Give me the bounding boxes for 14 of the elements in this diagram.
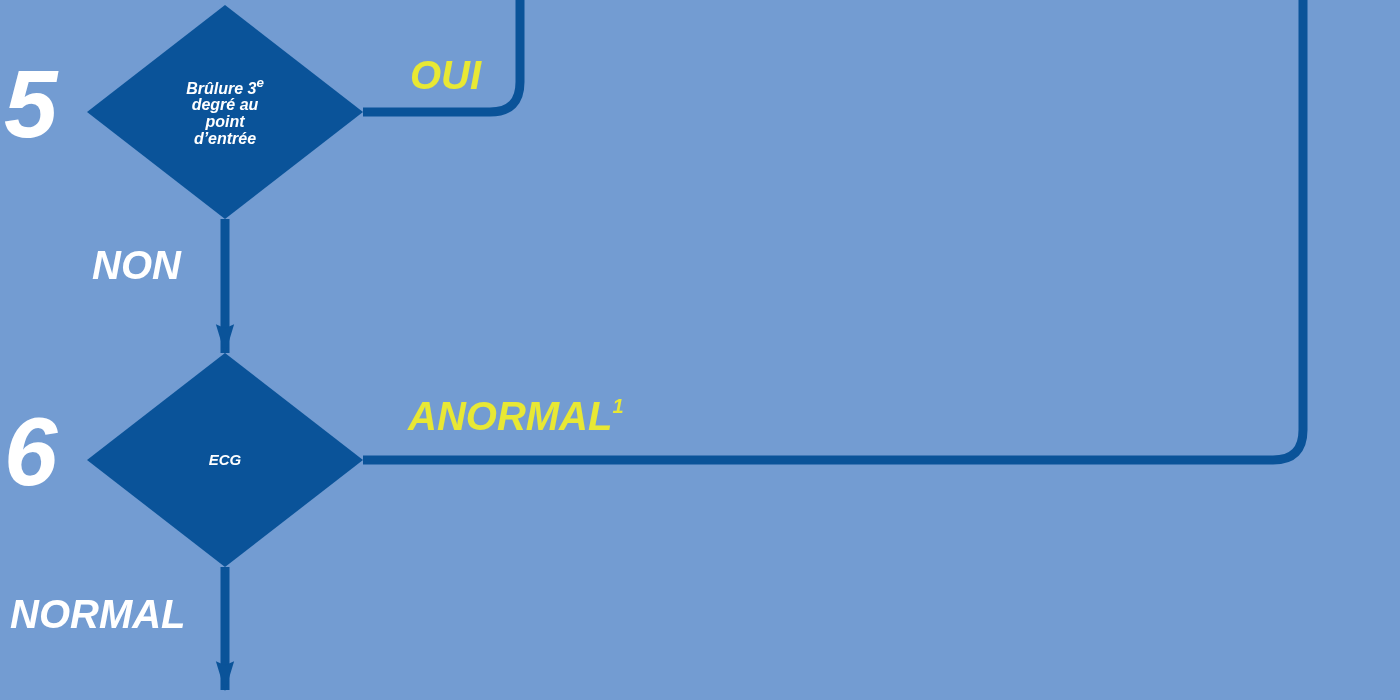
connector-line [363,0,525,117]
arrow [215,219,235,355]
arrow [215,567,235,692]
step-number: 5 [4,56,58,152]
edge-label: OUI [410,55,482,95]
decision-text: ECG [207,452,243,468]
decision-text: Brûlure 3$^{e}$ degré au point d’entrée [185,76,265,148]
edge-label: NORMAL [10,594,186,634]
step-number: 6 [4,404,58,500]
decision-diamond [87,5,363,219]
edge-label: NON [92,245,181,285]
connector-line [363,0,1308,465]
decision-diamond [87,353,363,567]
edge-label: ANORMAL$^{1}$ [408,396,624,436]
